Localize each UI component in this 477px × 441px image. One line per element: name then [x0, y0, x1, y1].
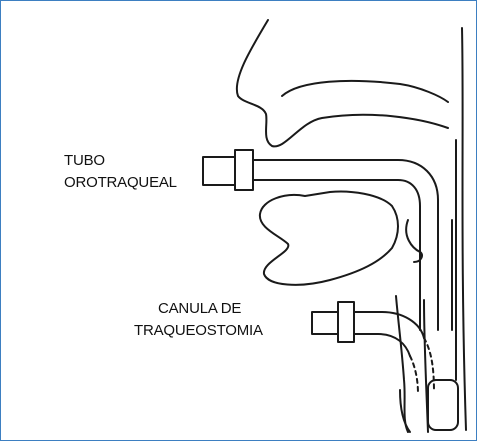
orotracheal-collar: [235, 150, 253, 190]
nasal-cavity: [282, 81, 448, 102]
cuff-balloon: [428, 380, 458, 430]
tracheostomy-connector: [312, 312, 338, 334]
label-canula-traqueostomia: CANULA DE TRAQUEOSTOMIA: [158, 298, 263, 342]
face-profile: [237, 20, 448, 146]
label-canula-line1: CANULA DE: [158, 298, 263, 320]
label-tubo-line1: TUBO: [64, 150, 177, 172]
orotracheal-connector: [203, 157, 235, 185]
tongue: [260, 192, 398, 285]
tracheostomy-path-dashed-2: [410, 356, 418, 394]
tracheostomy-collar: [338, 302, 354, 342]
neck-back-line: [462, 28, 466, 430]
orotracheal-tube-top: [253, 160, 438, 330]
label-canula-line2: TRAQUEOSTOMIA: [134, 320, 263, 342]
orotracheal-tube-bottom: [253, 180, 420, 330]
label-tubo-line2: OROTRAQUEAL: [64, 172, 177, 194]
label-tubo-orotraqueal: TUBO OROTRAQUEAL: [64, 150, 177, 194]
